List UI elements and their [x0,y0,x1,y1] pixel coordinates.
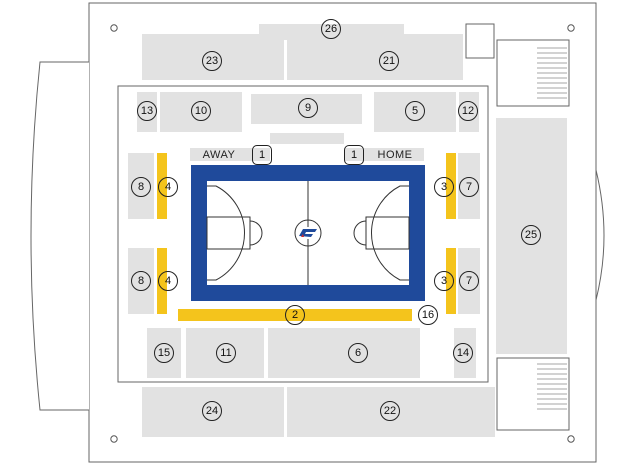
section-3-upper-badge[interactable]: 3 [434,177,454,197]
section-8-upper-badge[interactable]: 8 [131,177,151,197]
section-1-away-badge[interactable]: 1 [252,145,272,165]
section-26-badge[interactable]: 26 [321,19,341,39]
section-2-badge[interactable]: 2 [285,305,305,325]
corner-mark [567,24,575,32]
bench-away-label: AWAY [202,149,236,161]
court-lines [206,181,410,285]
bench-home-area [344,148,424,161]
bench-away-area [190,148,270,161]
bench-home-label: HOME [377,149,413,161]
section-1-home-badge[interactable]: 1 [344,145,364,165]
section-4-upper-badge[interactable]: 4 [158,177,178,197]
section-13-badge[interactable]: 13 [137,101,157,121]
stairs-bottom [537,363,567,410]
section-22-badge[interactable]: 22 [380,401,400,421]
section-4-lower-badge[interactable]: 4 [158,271,178,291]
section-25-badge[interactable]: 25 [521,225,541,245]
section-3-lower-badge[interactable]: 3 [434,271,454,291]
section-21-badge[interactable]: 21 [379,51,399,71]
section-23-badge[interactable]: 23 [202,51,222,71]
section-10-badge[interactable]: 10 [191,101,211,121]
section-9-badge[interactable]: 9 [298,98,318,118]
section-5-badge[interactable]: 5 [405,101,425,121]
corner-mark [567,435,575,443]
section-21-area[interactable] [287,34,463,80]
section-14-badge[interactable]: 14 [453,343,473,363]
section-12-badge[interactable]: 12 [458,101,478,121]
section-7-lower-badge[interactable]: 7 [459,271,479,291]
section-7-upper-badge[interactable]: 7 [459,177,479,197]
section-1-strip [270,133,344,144]
section-15-badge[interactable]: 15 [154,343,174,363]
corner-mark [110,435,118,443]
section-16-badge[interactable]: 16 [418,305,438,325]
right-wing-outline [595,169,605,301]
stair-block [465,23,495,59]
corner-mark [110,24,118,32]
section-8-lower-badge[interactable]: 8 [131,271,151,291]
section-6-area[interactable] [268,328,420,378]
stairs-top [537,47,567,99]
section-11-badge[interactable]: 11 [216,343,236,363]
section-6-badge[interactable]: 6 [348,343,368,363]
league-logo-icon [298,227,318,239]
left-wing-outline [30,61,89,411]
section-24-badge[interactable]: 24 [202,401,222,421]
